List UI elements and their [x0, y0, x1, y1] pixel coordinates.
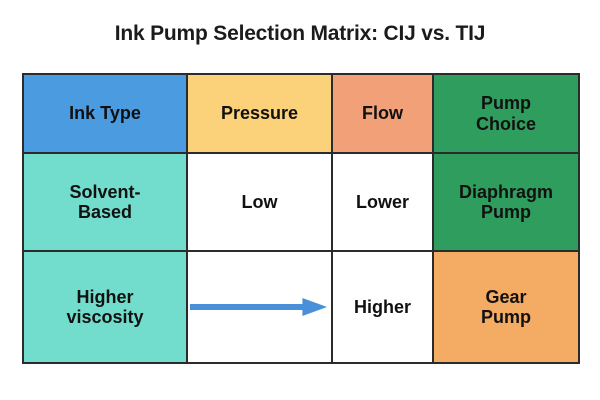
header-label-ink-type: Ink Type: [69, 103, 141, 124]
label-flow-higher: Higher: [353, 296, 411, 317]
label-pressure-low: Low: [241, 191, 278, 212]
cell-pump-diaphragm: Diaphragm Pump: [432, 152, 580, 252]
cell-pump-gear: Gear Pump: [432, 250, 580, 364]
header-cell-ink-type: Ink Type: [22, 73, 188, 154]
cell-ink-type-solvent-based: Solvent- Based: [22, 152, 188, 252]
label-gear-pump: Gear Pump: [480, 286, 531, 327]
header-cell-flow: Flow: [331, 73, 434, 154]
page-title: Ink Pump Selection Matrix: CIJ vs. TIJ: [114, 22, 486, 45]
header-label-pump-choice: Pump Choice: [475, 93, 536, 134]
cell-flow-solvent-based: Lower: [331, 152, 434, 252]
right-arrow-icon: [188, 296, 331, 318]
table-row-higher-viscosity: Higher viscosity Higher Gear Pump: [22, 250, 580, 364]
cell-ink-type-higher-viscosity: Higher viscosity: [22, 250, 188, 364]
ink-pump-selection-matrix: Ink Type Pressure Flow Pump Choice Solve…: [22, 73, 580, 364]
table-row-solvent-based: Solvent- Based Low Lower Diaphragm Pump: [22, 152, 580, 252]
label-diaphragm-pump: Diaphragm Pump: [458, 181, 554, 222]
table-header-row: Ink Type Pressure Flow Pump Choice: [22, 73, 580, 154]
header-label-pressure: Pressure: [220, 103, 299, 124]
label-solvent-based: Solvent- Based: [69, 181, 141, 222]
cell-pressure-solvent-based: Low: [186, 152, 333, 252]
header-label-flow: Flow: [362, 103, 403, 124]
header-cell-pump-choice: Pump Choice: [432, 73, 580, 154]
cell-flow-higher-viscosity: Higher: [331, 250, 434, 364]
header-cell-pressure: Pressure: [186, 73, 333, 154]
label-higher-viscosity: Higher viscosity: [66, 286, 144, 327]
cell-pressure-higher-viscosity: [186, 250, 333, 364]
label-flow-lower: Lower: [355, 191, 409, 212]
